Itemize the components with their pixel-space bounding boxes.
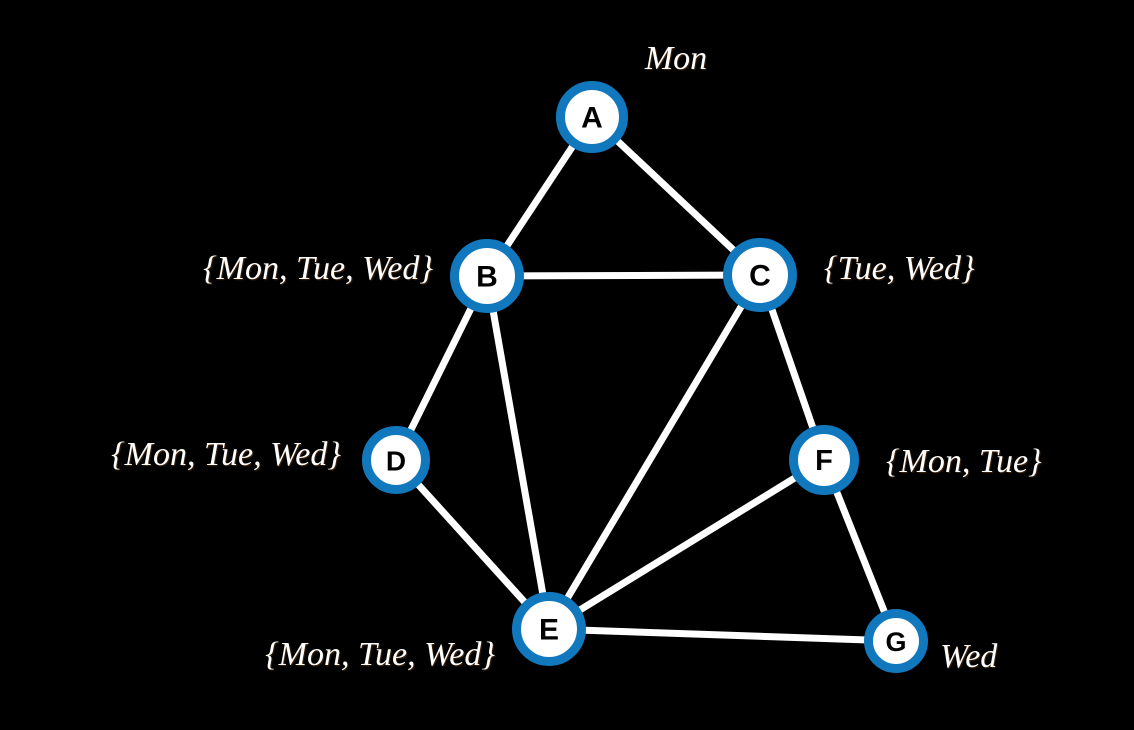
node-e[interactable]: E (512, 592, 586, 666)
edge-e-g (545, 625, 900, 645)
domain-label-a: Mon (644, 40, 708, 77)
node-letter-f: F (815, 445, 833, 477)
domain-label-e: {Mon, Tue, Wed} (265, 636, 495, 673)
node-a[interactable]: A (556, 81, 628, 153)
node-layer: A B C D E F G (362, 81, 928, 673)
node-circle-c (723, 238, 797, 312)
node-g[interactable]: G (864, 609, 928, 673)
edge-b-e (483, 272, 553, 633)
domain-label-g: Wed (940, 638, 998, 675)
node-circle-f (789, 425, 859, 495)
node-f[interactable]: F (789, 425, 859, 495)
edge-c-e (545, 271, 764, 633)
node-letter-e: E (539, 614, 559, 647)
edge-b-c (483, 271, 764, 280)
node-circle-g (864, 609, 928, 673)
node-letter-d: D (386, 446, 406, 477)
node-c[interactable]: C (723, 238, 797, 312)
node-circle-d (362, 426, 430, 494)
edge-e-f (545, 456, 828, 633)
edge-layer (392, 113, 900, 645)
edge-a-c (588, 113, 764, 279)
node-letter-g: G (885, 627, 906, 657)
node-circle-a (556, 81, 628, 153)
edge-d-e (392, 456, 553, 633)
node-letter-a: A (581, 102, 603, 135)
node-d[interactable]: D (362, 426, 430, 494)
domain-label-c: {Tue, Wed} (824, 250, 975, 287)
domain-label-f: {Mon, Tue} (886, 443, 1042, 480)
node-circle-e (512, 592, 586, 666)
node-letter-b: B (476, 261, 498, 294)
node-letter-c: C (749, 260, 771, 293)
domain-label-d: {Mon, Tue, Wed} (111, 436, 341, 473)
node-b[interactable]: B (450, 239, 524, 313)
domain-label-b: {Mon, Tue, Wed} (203, 250, 433, 287)
node-circle-b (450, 239, 524, 313)
